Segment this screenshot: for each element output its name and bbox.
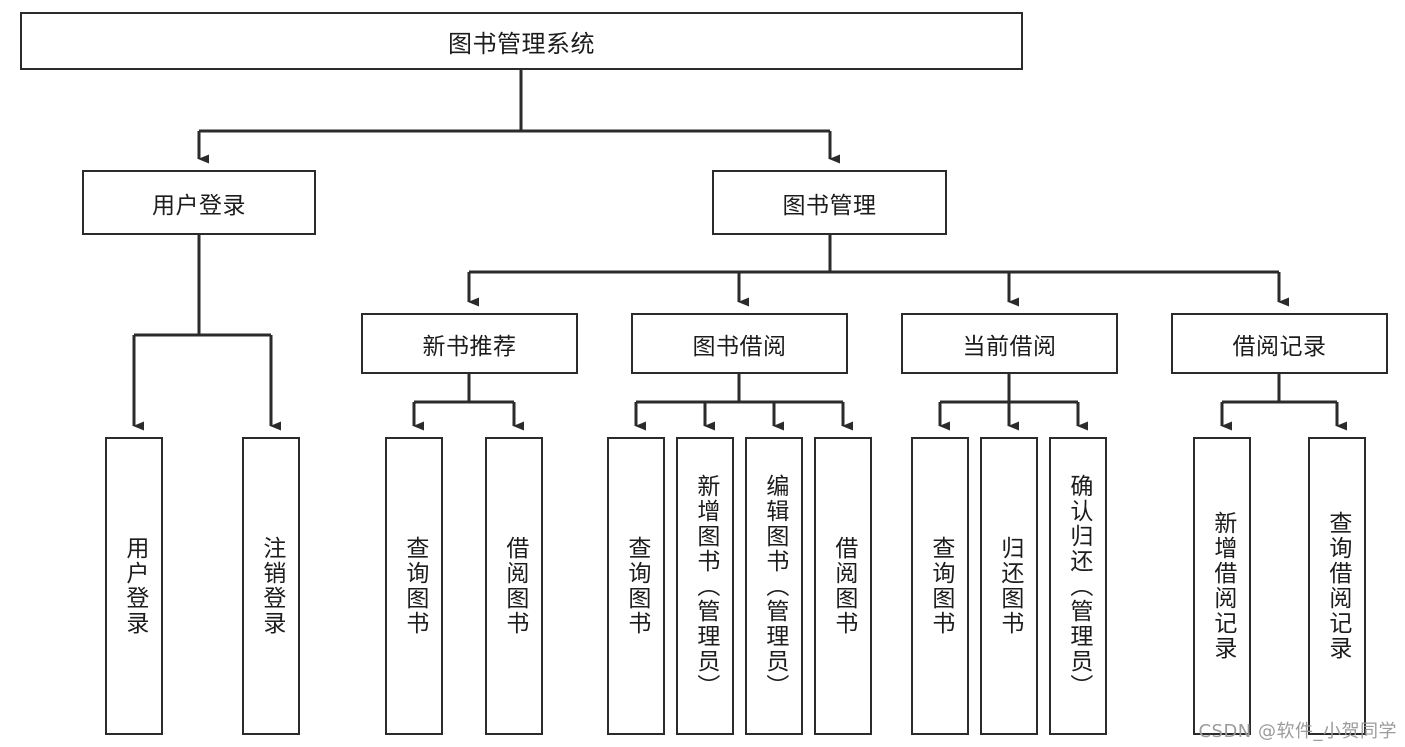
node-leaf-query-book-1-label: 查询图书 <box>401 536 428 636</box>
node-leaf-return-book[interactable]: 归还图书 <box>980 437 1038 735</box>
node-leaf-logout-login-label: 注销登录 <box>258 536 285 636</box>
node-book-borrow-label: 图书借阅 <box>692 333 787 360</box>
node-leaf-add-book-label: 新增图书（管理员） <box>692 473 719 699</box>
node-current-borrow[interactable]: 当前借阅 <box>901 313 1118 374</box>
node-leaf-borrow-book-2-label: 借阅图书 <box>830 536 857 636</box>
node-book-borrow[interactable]: 图书借阅 <box>631 313 848 374</box>
node-leaf-add-borrow-record[interactable]: 新增借阅记录 <box>1193 437 1251 735</box>
node-leaf-query-book-3-label: 查询图书 <box>927 536 954 636</box>
node-borrow-record-label: 借阅记录 <box>1232 333 1327 360</box>
node-new-book-recommend-label: 新书推荐 <box>422 333 517 360</box>
node-leaf-borrow-book-1-label: 借阅图书 <box>501 536 528 636</box>
node-leaf-add-book[interactable]: 新增图书（管理员） <box>676 437 734 735</box>
node-current-borrow-label: 当前借阅 <box>962 333 1057 360</box>
node-leaf-confirm-return-label: 确认归还（管理员） <box>1065 473 1092 699</box>
node-borrow-record[interactable]: 借阅记录 <box>1171 313 1388 374</box>
node-leaf-edit-book-label: 编辑图书（管理员） <box>761 473 788 699</box>
node-leaf-return-book-label: 归还图书 <box>996 536 1023 636</box>
node-leaf-query-book-2[interactable]: 查询图书 <box>607 437 665 735</box>
node-root-label: 图书管理系统 <box>448 29 595 58</box>
node-leaf-user-login-label: 用户登录 <box>121 536 148 636</box>
node-leaf-edit-book[interactable]: 编辑图书（管理员） <box>745 437 803 735</box>
node-user-login[interactable]: 用户登录 <box>82 170 316 235</box>
node-leaf-confirm-return[interactable]: 确认归还（管理员） <box>1049 437 1107 735</box>
node-leaf-logout-login[interactable]: 注销登录 <box>242 437 300 735</box>
node-leaf-query-borrow-record-label: 查询借阅记录 <box>1324 511 1351 661</box>
node-leaf-query-book-2-label: 查询图书 <box>623 536 650 636</box>
node-leaf-borrow-book-2[interactable]: 借阅图书 <box>814 437 872 735</box>
node-new-book-recommend[interactable]: 新书推荐 <box>361 313 578 374</box>
node-root[interactable]: 图书管理系统 <box>20 12 1023 70</box>
node-leaf-query-book-3[interactable]: 查询图书 <box>911 437 969 735</box>
node-leaf-add-borrow-record-label: 新增借阅记录 <box>1209 511 1236 661</box>
node-leaf-query-book-1[interactable]: 查询图书 <box>385 437 443 735</box>
node-book-management-label: 图书管理 <box>782 192 877 219</box>
node-user-login-label: 用户登录 <box>152 192 246 219</box>
watermark-text: CSDN @软件_小贺同学 <box>1198 721 1397 742</box>
node-leaf-borrow-book-1[interactable]: 借阅图书 <box>485 437 543 735</box>
node-leaf-query-borrow-record[interactable]: 查询借阅记录 <box>1308 437 1366 735</box>
node-book-management[interactable]: 图书管理 <box>712 170 947 235</box>
node-leaf-user-login[interactable]: 用户登录 <box>105 437 163 735</box>
